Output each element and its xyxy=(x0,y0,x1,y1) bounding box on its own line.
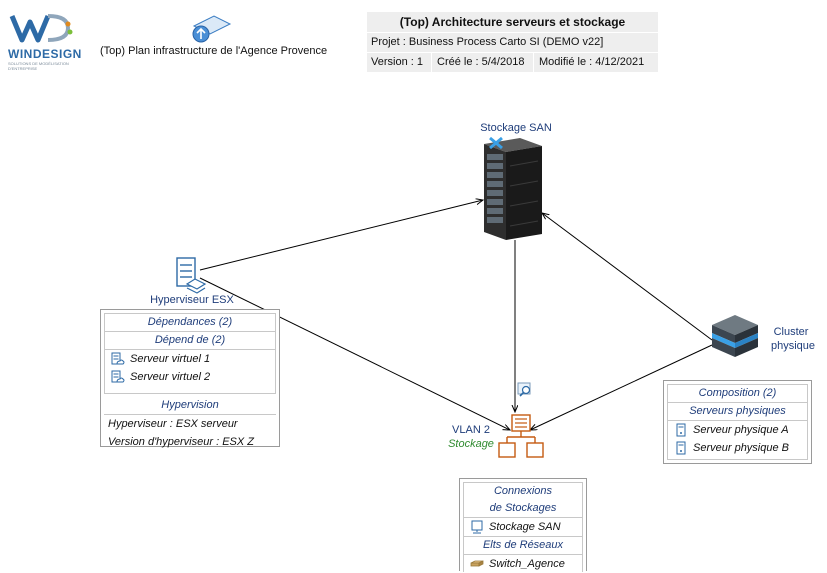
logo-text: WINDESIGN xyxy=(8,47,82,61)
vlan-connexions-heading: Connexions xyxy=(493,485,553,497)
list-item-label: Stockage SAN xyxy=(489,521,561,533)
vlan-stockages-heading: de Stockages xyxy=(464,500,582,518)
cluster-composition-heading: Composition (2) xyxy=(668,385,807,403)
windesign-logo-mark xyxy=(9,14,73,43)
list-item-label: Serveur virtuel 2 xyxy=(130,371,211,383)
network-vlan-icon[interactable] xyxy=(497,413,547,459)
logo-tagline: SOLUTIONS DE MODÉLISATION D'ENTREPRISE xyxy=(8,61,69,71)
list-item[interactable]: Serveur physique B xyxy=(668,439,807,457)
cluster-properties-panel: Composition (2) Serveurs physiques Serve… xyxy=(663,380,812,464)
list-item-label: Serveur physique A xyxy=(693,424,789,436)
zoom-icon[interactable] xyxy=(517,382,535,398)
list-item[interactable]: Serveur virtuel 1 xyxy=(105,350,275,368)
nav-up-link[interactable] xyxy=(188,14,232,44)
cluster-server-icon[interactable] xyxy=(708,313,762,359)
header-meta-row: Version : 1 Créé le : 5/4/2018 Modifié l… xyxy=(367,52,658,72)
header-modified: Modifié le : 4/12/2021 xyxy=(539,56,645,68)
list-item-label: Switch_Agence xyxy=(489,558,565,570)
esx-hypervision-heading: Hypervision xyxy=(104,397,276,415)
list-item[interactable]: Switch_Agence xyxy=(464,555,582,573)
list-item[interactable]: Stockage SAN xyxy=(464,518,582,536)
physical-server-icon xyxy=(676,423,686,437)
cluster-serveurs-heading: Serveurs physiques xyxy=(668,403,807,421)
rack-server-icon[interactable] xyxy=(480,136,546,240)
cluster-label-line2: physique xyxy=(770,340,816,352)
nav-label[interactable]: (Top) Plan infrastructure de l'Agence Pr… xyxy=(100,45,328,57)
list-item[interactable]: Serveur virtuel 2 xyxy=(105,368,275,386)
list-item-label: Serveur physique B xyxy=(693,442,789,454)
up-arrow-icon[interactable] xyxy=(188,14,232,44)
diagram-header: (Top) Architecture serveurs et stockage … xyxy=(367,12,658,72)
vlan-properties-panel: Connexions de Stockages Stockage SAN Elt… xyxy=(459,478,587,573)
esx-depend-de-heading: Dépend de (2) xyxy=(105,332,275,350)
san-label: Stockage SAN xyxy=(480,122,552,134)
header-version: Version : 1 xyxy=(367,53,432,72)
link-cluster-vlan xyxy=(530,344,713,430)
link-cluster-san xyxy=(542,213,713,341)
list-item-label: Serveur virtuel 1 xyxy=(130,353,211,365)
esx-dependances-heading: Dépendances (2) xyxy=(105,314,275,332)
vlan-sublabel: Stockage xyxy=(448,438,494,450)
esx-properties-panel: Dépendances (2) Dépend de (2) Serveur vi… xyxy=(100,309,280,448)
virtual-server-icon xyxy=(111,370,125,383)
link-esx-vlan xyxy=(199,277,510,430)
esx-hyperviseur-value: Hyperviseur : ESX serveur xyxy=(108,418,238,430)
header-project: Projet : Business Process Carto SI (DEMO… xyxy=(367,32,658,52)
vlan-label: VLAN 2 xyxy=(452,424,490,436)
esx-version-value: Version d'hyperviseur : ESX Z xyxy=(108,436,254,448)
network-switch-icon xyxy=(470,560,484,567)
diagram-title: (Top) Architecture serveurs et stockage xyxy=(399,15,626,29)
header-created: Créé le : 5/4/2018 xyxy=(432,53,534,72)
storage-monitor-icon xyxy=(471,520,483,534)
esx-label: Hyperviseur ESX xyxy=(150,294,234,306)
list-item[interactable]: Serveur physique A xyxy=(668,421,807,439)
physical-server-icon xyxy=(676,441,686,455)
windesign-logo: WINDESIGN SOLUTIONS DE MODÉLISATION D'EN… xyxy=(8,10,82,71)
cluster-label-line1: Cluster xyxy=(773,326,809,338)
link-esx-san xyxy=(199,200,483,271)
virtual-server-icon xyxy=(111,352,125,365)
vlan-elts-heading: Elts de Réseaux xyxy=(464,536,582,555)
hypervisor-icon[interactable] xyxy=(175,256,209,294)
